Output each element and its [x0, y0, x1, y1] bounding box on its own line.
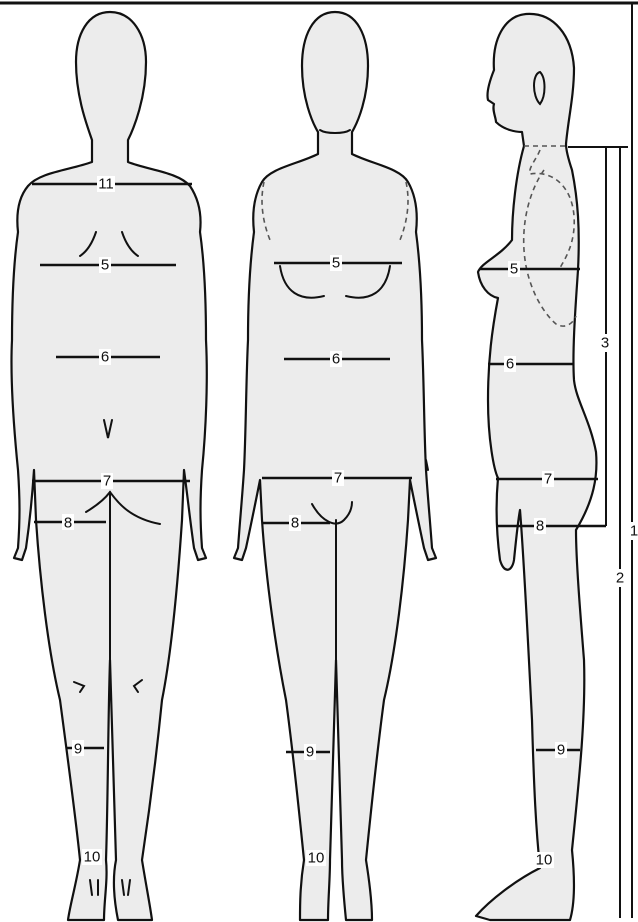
label-ankle-side: 10: [536, 852, 553, 869]
label-neck-to-floor: 2: [616, 570, 624, 587]
label-full-height: 1: [630, 523, 638, 540]
label-waist-back: 6: [101, 349, 109, 366]
label-bust-front: 5: [332, 255, 340, 272]
side-view-figure: [476, 14, 596, 920]
back-figure-outline: [11, 12, 206, 920]
label-thigh-front: 8: [291, 515, 299, 532]
back-view-figure: [11, 12, 206, 920]
label-torso-length: 3: [601, 335, 609, 352]
label-knee-side: 9: [557, 742, 565, 759]
label-ankle-back: 10: [84, 849, 101, 866]
label-waist-side: 6: [506, 356, 514, 373]
front-figure-outline: [234, 12, 436, 920]
label-hip-side: 7: [544, 471, 552, 488]
front-view-figure: [234, 12, 436, 920]
label-ankle-front: 10: [308, 850, 325, 867]
label-hip-back: 7: [103, 473, 111, 490]
label-thigh-side: 8: [536, 518, 544, 535]
label-knee-back: 9: [74, 741, 82, 758]
label-bust-back: 5: [101, 257, 109, 274]
label-bust-side: 5: [510, 261, 518, 278]
side-figure-outline: [476, 14, 596, 920]
label-knee-front: 9: [306, 744, 314, 761]
label-waist-front: 6: [332, 351, 340, 368]
label-hip-front: 7: [334, 470, 342, 487]
label-thigh-back: 8: [64, 515, 72, 532]
label-neck-back: 11: [98, 176, 114, 193]
